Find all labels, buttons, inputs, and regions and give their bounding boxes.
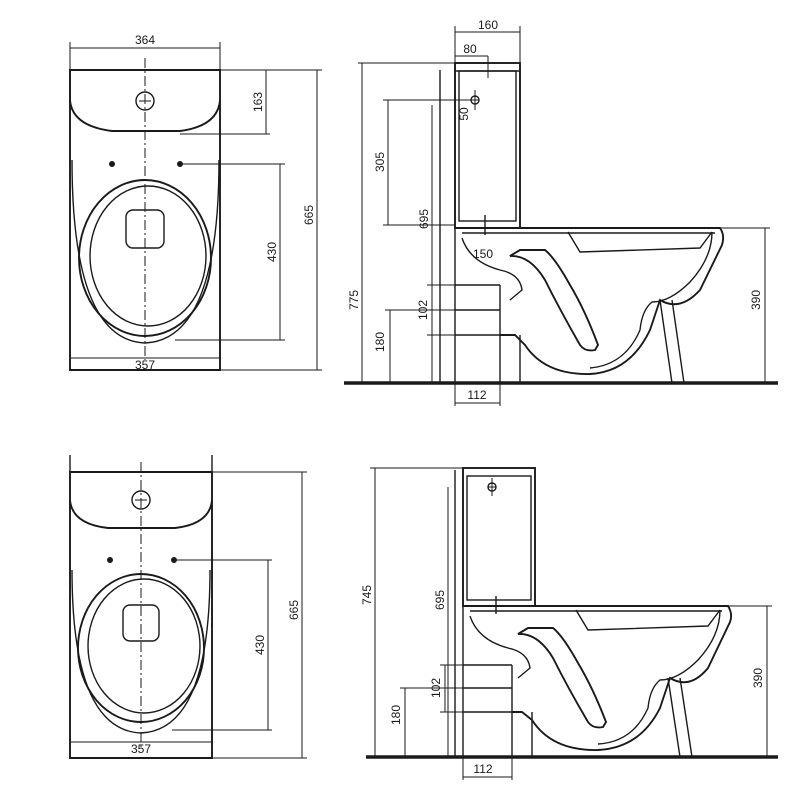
dim-163-label: 163 [251,92,265,112]
dim-357-label: 357 [135,358,155,372]
dim-112-lower-label: 112 [473,762,492,776]
dim-357-lower-label: 357 [131,742,151,756]
dim-695-lower-label: 695 [433,590,447,610]
dim-50-label: 50 [457,107,471,121]
dim-775-label: 775 [347,290,361,310]
dim-430-label: 430 [265,242,279,262]
fixing-hole-left-icon [109,161,115,167]
dim-180-lower-label: 180 [389,705,403,725]
fixing-hole-left-lower-icon [107,557,113,563]
dim-80-label: 80 [463,42,477,56]
plan-view-upper: 364 163 430 665 357 [69,33,322,372]
dim-112-label: 112 [467,388,486,402]
dim-665-label: 665 [302,205,316,225]
dim-430-lower-label: 430 [253,635,267,655]
dim-390-lower-label: 390 [751,668,765,688]
dim-390-label: 390 [749,290,763,310]
dim-695-label: 695 [417,209,431,229]
dim-745-label: 745 [360,585,374,605]
dim-305-label: 305 [373,152,387,172]
dim-150-label: 150 [473,247,493,261]
side-view-lower: 745 695 102 180 112 390 [360,467,778,780]
side-view-upper: 160 80 50 305 695 775 150 102 180 [344,18,778,406]
dim-364-label: 364 [135,33,155,47]
dim-665-lower-label: 665 [287,600,301,620]
dim-160-label: 160 [478,18,498,32]
dim-180-label: 180 [373,332,387,352]
plan-view-lower: 430 665 357 [69,455,307,759]
